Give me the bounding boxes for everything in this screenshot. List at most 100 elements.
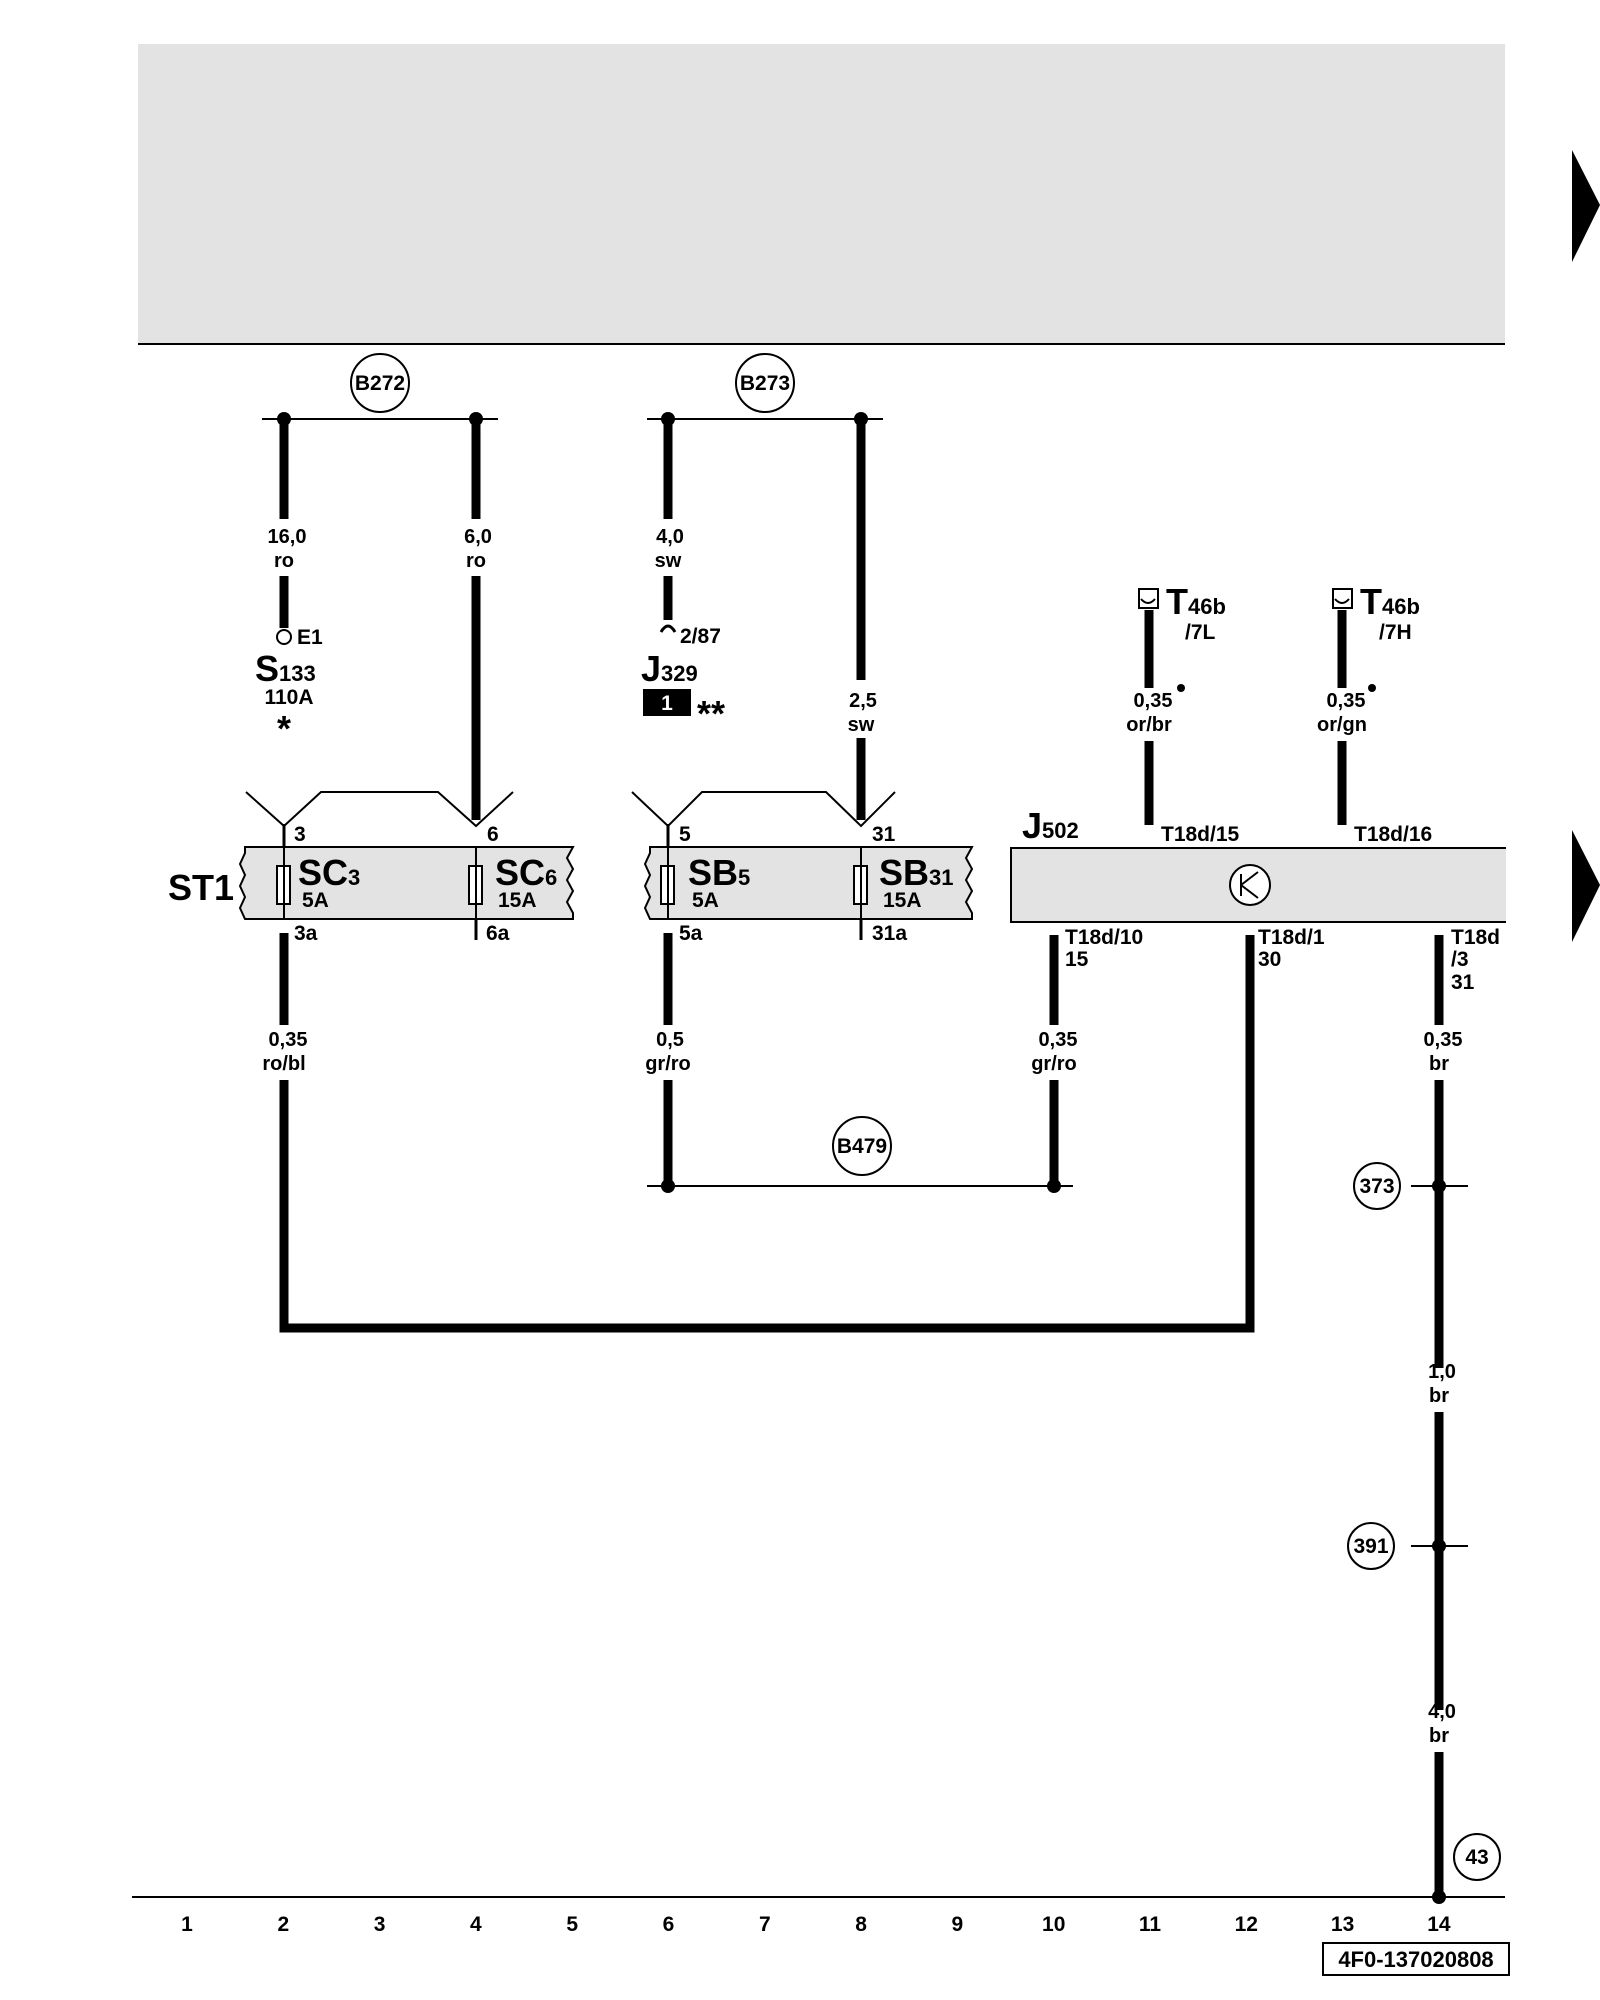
sc3-pin-out: 3a: [294, 922, 318, 945]
j502-designator: J502: [1022, 805, 1079, 846]
ref-391-circle: [1347, 1522, 1395, 1570]
sb5-pin-in: 5: [679, 823, 691, 846]
wire-sc3a-color: ro/bl: [262, 1053, 305, 1075]
sc3-rating: 5A: [302, 889, 329, 912]
ref-373-label: 373: [1359, 1175, 1394, 1198]
sc3-pin-in: 3: [294, 823, 306, 846]
ref-391-label: 391: [1353, 1535, 1388, 1558]
column-number-7: 7: [759, 1913, 771, 1936]
doc-id: 4F0-137020808: [1338, 1947, 1493, 1972]
pin-t18d1: T18d/1: [1258, 926, 1325, 949]
pin-t18d1-term: 30: [1258, 948, 1281, 971]
b479-node-left: [661, 1179, 675, 1193]
column-number-14: 14: [1427, 1913, 1451, 1936]
column-number-5: 5: [566, 1913, 578, 1936]
pin-t18d10-term: 15: [1065, 948, 1089, 971]
sc6-rating: 15A: [498, 889, 537, 912]
sc3-designator: SC3: [298, 852, 360, 893]
wire-sb5a-color: gr/ro: [645, 1053, 691, 1075]
wire-sb5a-size: 0,5: [656, 1029, 684, 1051]
wire-t7l-size: 0,35: [1134, 690, 1173, 712]
ref-391-node: [1432, 1539, 1446, 1553]
wire-j329-color: sw: [655, 550, 682, 572]
wire-gnd2-size: 4,0: [1428, 1701, 1456, 1723]
t46b-7h-pin: /7H: [1379, 621, 1412, 644]
column-number-13: 13: [1331, 1913, 1354, 1936]
wire-gnd2-color: br: [1429, 1725, 1449, 1747]
column-number-8: 8: [855, 1913, 867, 1936]
sb5-pin-out: 5a: [679, 922, 703, 945]
t46b-7h-contact: [1334, 598, 1350, 604]
continue-arrow-mid[interactable]: [1572, 830, 1600, 942]
s133-pin: E1: [297, 626, 323, 649]
wire-t7l-color: or/br: [1126, 714, 1172, 736]
wire-s133-color: ro: [274, 550, 294, 572]
t46b-7l-connector: [1138, 588, 1159, 609]
j329-terminal: [659, 624, 677, 633]
pin-t18d3-a: T18d: [1451, 926, 1500, 949]
s133-terminal: [276, 629, 292, 645]
t46b-7h-dot: [1368, 684, 1376, 692]
j329-box-number: 1: [661, 692, 673, 715]
j329-pin: 2/87: [680, 625, 721, 648]
t46b-7l-dot: [1177, 684, 1185, 692]
column-number-11: 11: [1139, 1913, 1162, 1936]
transistor-icon: [1229, 864, 1271, 906]
ref-373-circle: [1353, 1162, 1401, 1210]
transistor-icon-in: [1240, 871, 1259, 886]
b272-connector: [350, 353, 410, 413]
wire-s133-size: 16,0: [268, 526, 307, 548]
t46b-7l-pin: /7L: [1185, 621, 1216, 644]
fuse-carrier-sb: [643, 846, 974, 920]
b479-connector: [832, 1116, 892, 1176]
column-number-1: 1: [181, 1913, 193, 1936]
column-number-4: 4: [470, 1913, 482, 1936]
ref-373-node: [1432, 1179, 1446, 1193]
continue-arrow-top[interactable]: [1572, 150, 1600, 262]
wire-sc6-size: 6,0: [464, 526, 492, 548]
st1-label: ST1: [168, 867, 234, 908]
b479-node-right: [1047, 1179, 1061, 1193]
s133-note: *: [277, 708, 291, 749]
j502-box-cut: [1506, 846, 1518, 924]
column-number-9: 9: [952, 1913, 964, 1936]
sb31-pin-in: 31: [872, 823, 896, 846]
t46b-7l-contact: [1140, 598, 1156, 604]
column-number-6: 6: [663, 1913, 675, 1936]
column-number-3: 3: [374, 1913, 386, 1936]
wire-t3-color: br: [1429, 1053, 1449, 1075]
wire-t10-size: 0,35: [1039, 1029, 1078, 1051]
fuse-carrier-sc: [238, 846, 575, 920]
pin-t18d16: T18d/16: [1354, 823, 1432, 846]
wire-sc3a-size: 0,35: [269, 1029, 308, 1051]
s133-designator: S133: [255, 648, 316, 689]
b272-label: B272: [355, 372, 405, 395]
j329-designator: J329: [641, 648, 698, 689]
transistor-icon-out: [1240, 884, 1259, 899]
j329-box: [643, 689, 691, 716]
wire-sc6-color: ro: [466, 550, 486, 572]
pin-t18d10: T18d/10: [1065, 926, 1143, 949]
wire-gnd1-size: 1,0: [1428, 1361, 1456, 1383]
wire-t3-size: 0,35: [1424, 1029, 1463, 1051]
wire-t7h-size: 0,35: [1327, 690, 1366, 712]
t46b-7h-connector: [1332, 588, 1353, 609]
sc-bridge-line: [245, 791, 514, 828]
sc6-pin-out: 6a: [486, 922, 510, 945]
doc-id-box: [1322, 1942, 1510, 1976]
wire-t7h-color: or/gn: [1317, 714, 1367, 736]
s133-rating: 110A: [264, 686, 313, 709]
sc6-pin-in: 6: [487, 823, 499, 846]
wire-t10-color: gr/ro: [1031, 1053, 1077, 1075]
ref-43-circle: [1453, 1833, 1501, 1881]
b273-label: B273: [740, 372, 790, 395]
wire-sb31-size: 2,5: [849, 690, 877, 712]
column-number-2: 2: [277, 1913, 289, 1936]
wire-loop-30: [279, 935, 1255, 1333]
column-number-10: 10: [1042, 1913, 1065, 1936]
header-shaded-area: [138, 44, 1505, 344]
sb31-pin-out: 31a: [872, 922, 907, 945]
wire-sb31-color: sw: [848, 714, 875, 736]
t46b-7l-designator: T46b: [1166, 581, 1226, 622]
wire-j329-size: 4,0: [656, 526, 684, 548]
